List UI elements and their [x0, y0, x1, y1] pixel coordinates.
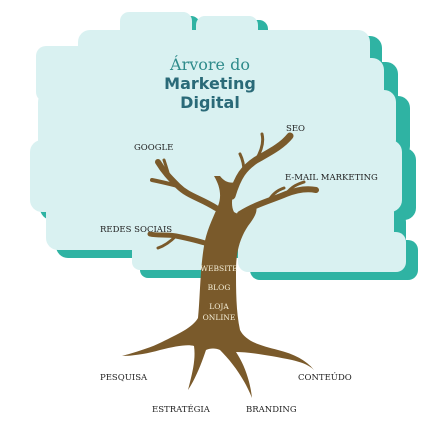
tree-trunk — [122, 176, 314, 398]
label-website: WEBSITE — [200, 264, 237, 273]
label-redes-sociais: REDES SOCIAIS — [100, 225, 172, 235]
label-conteudo: CONTEÚDO — [298, 371, 352, 383]
label-email-marketing: E-MAIL MARKETING — [285, 173, 378, 183]
title-line-3: Digital — [180, 93, 240, 112]
label-loja: LOJA — [209, 302, 229, 311]
branch-labels: GOOGLE SEO E-MAIL MARKETING REDES SOCIAI… — [100, 124, 378, 235]
trunk-labels: WEBSITE BLOG LOJA ONLINE — [200, 264, 237, 322]
tree-branches — [147, 132, 319, 250]
label-blog: BLOG — [208, 283, 231, 292]
label-estrategia: ESTRATÉGIA — [152, 403, 211, 415]
label-pesquisa: PESQUISA — [100, 373, 148, 383]
label-online: ONLINE — [203, 313, 236, 322]
title-line-2: Marketing — [164, 74, 256, 93]
label-seo: SEO — [286, 124, 305, 134]
canopy — [30, 12, 406, 272]
title-line-1: Árvore do — [169, 54, 250, 74]
label-branding: BRANDING — [246, 405, 297, 415]
diagram-title: Árvore do Marketing Digital — [164, 54, 256, 112]
root-labels: PESQUISA ESTRATÉGIA BRANDING CONTEÚDO — [100, 371, 352, 415]
label-google: GOOGLE — [134, 143, 173, 153]
